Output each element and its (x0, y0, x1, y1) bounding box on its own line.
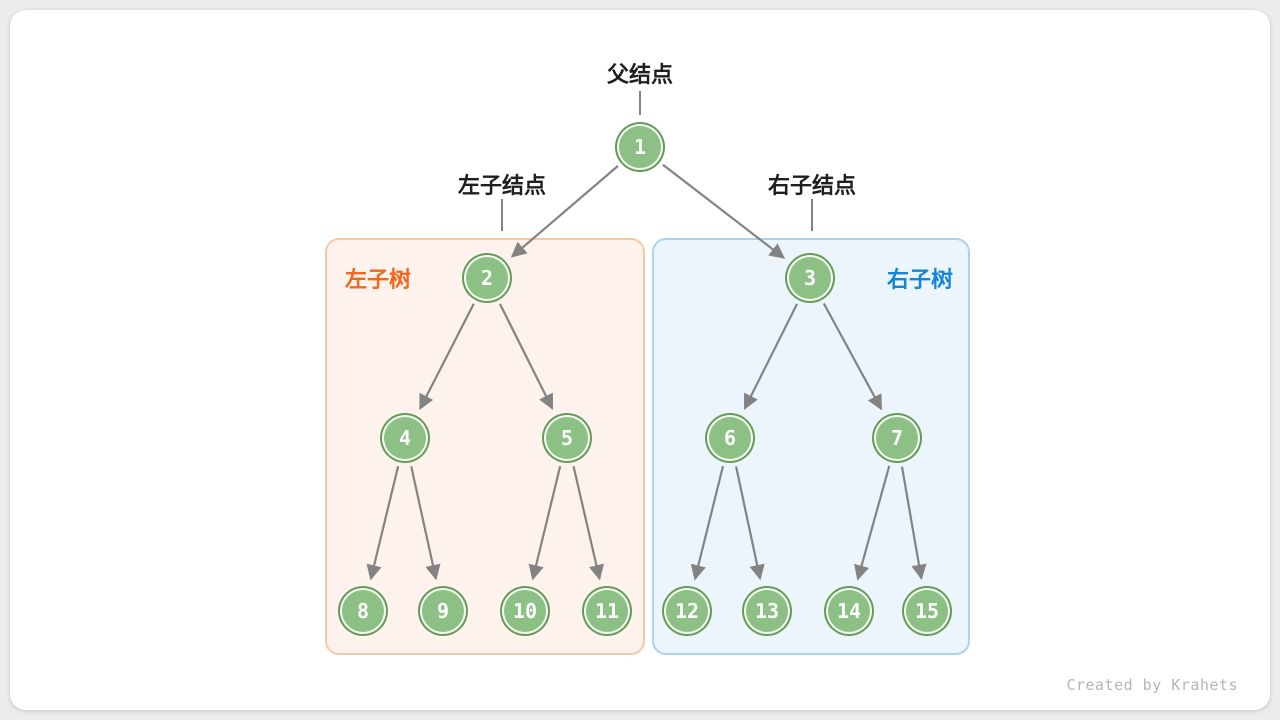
tree-node-3: 3 (787, 255, 833, 301)
tree-node-6: 6 (707, 415, 753, 461)
tree-node-7: 7 (874, 415, 920, 461)
credit-text: Created by Krahets (1066, 676, 1238, 694)
parent-node-label: 父结点 (606, 62, 674, 87)
tree-node-14: 14 (826, 588, 872, 634)
tree-node-13: 13 (744, 588, 790, 634)
tree-node-1: 1 (617, 124, 663, 170)
tree-node-2: 2 (464, 255, 510, 301)
tree-node-8: 8 (340, 588, 386, 634)
left-child-node-label: 左子结点 (457, 173, 547, 198)
tree-node-4: 4 (382, 415, 428, 461)
tree-node-5: 5 (544, 415, 590, 461)
tree-node-11: 11 (584, 588, 630, 634)
right-child-node-label: 右子结点 (767, 173, 857, 198)
left-subtree-label: 左子树 (344, 267, 412, 292)
tree-node-12: 12 (664, 588, 710, 634)
tree-node-10: 10 (502, 588, 548, 634)
right-subtree-label: 右子树 (886, 267, 954, 292)
left-subtree-box (325, 238, 645, 655)
tree-node-9: 9 (420, 588, 466, 634)
tree-node-15: 15 (904, 588, 950, 634)
